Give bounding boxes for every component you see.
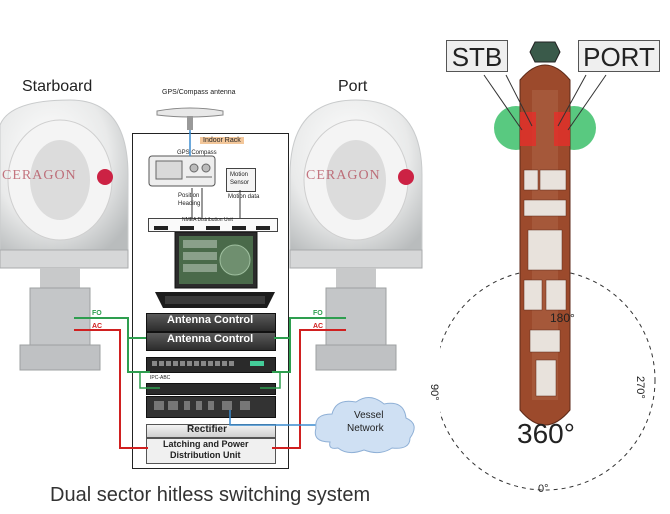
port-brand-logo: CERAGON <box>306 168 381 183</box>
rectifier-label: Rectifier <box>187 424 228 435</box>
gps-compass-unit <box>148 155 216 187</box>
motion-sensor-label-2: Sensor <box>230 180 250 186</box>
rack-connectors <box>189 132 241 218</box>
vessel-network-cloud <box>314 397 415 454</box>
antenna-control-label-2: Antenna Control <box>167 333 254 345</box>
antenna-control-unit-1 <box>146 313 276 332</box>
switch-ports <box>152 361 264 366</box>
gps-antenna-icon <box>156 107 224 133</box>
angle-0-label: 0° <box>538 483 549 495</box>
ipc-ports <box>154 401 250 410</box>
ac-label-left: AC <box>92 323 103 330</box>
fo-label-right: FO <box>313 310 323 317</box>
ipc-label: IPC-ABC <box>150 375 171 381</box>
nmea-connectors <box>154 226 270 230</box>
angle-360-label: 360° <box>517 418 575 449</box>
console-monitor <box>155 232 275 308</box>
ac-label-right: AC <box>313 323 324 330</box>
ship-coverage-diagram <box>440 41 656 491</box>
angle-90-label: 90° <box>428 384 440 401</box>
latching-label-2: Distribution Unit <box>170 450 241 460</box>
indoor-rack <box>132 133 289 469</box>
position-label: Position <box>178 193 200 199</box>
motion-data-label: Motion data <box>228 194 260 200</box>
rectifier-unit <box>146 424 276 438</box>
fo-label-left: FO <box>92 310 102 317</box>
latching-label-1: Latching and Power <box>163 439 249 449</box>
port-tag: PORT <box>578 40 660 72</box>
angle-180-label: 180° <box>550 311 575 325</box>
latching-unit <box>146 438 276 464</box>
diagram-caption: Dual sector hitless switching system <box>50 484 371 506</box>
antenna-control-label-1: Antenna Control <box>167 314 254 326</box>
angle-270-label: 270° <box>634 376 646 399</box>
starboard-brand-logo: CERAGON <box>2 168 77 183</box>
motion-sensor-label-1: Motion <box>230 172 249 178</box>
starboard-antenna <box>0 99 129 371</box>
gps-compass-label: GPS Compass <box>177 150 217 156</box>
starboard-label: Starboard <box>22 78 93 95</box>
nmea-label: NMEA Distribution Unit <box>182 217 233 223</box>
heading-label: Heading <box>178 201 201 207</box>
port-antenna <box>289 99 423 371</box>
gps-antenna-label: GPS/Compass antenna <box>162 89 236 96</box>
cable-routing <box>74 317 346 449</box>
motion-sensor-box <box>226 168 256 192</box>
vessel-label: Vessel <box>354 410 384 421</box>
indoor-rack-label: Indoor Rack <box>200 137 244 144</box>
network-label: Network <box>347 423 384 434</box>
port-label: Port <box>338 78 368 95</box>
antenna-control-unit-2 <box>146 332 276 351</box>
ipc-unit <box>146 383 276 395</box>
stb-tag: STB <box>446 40 508 72</box>
